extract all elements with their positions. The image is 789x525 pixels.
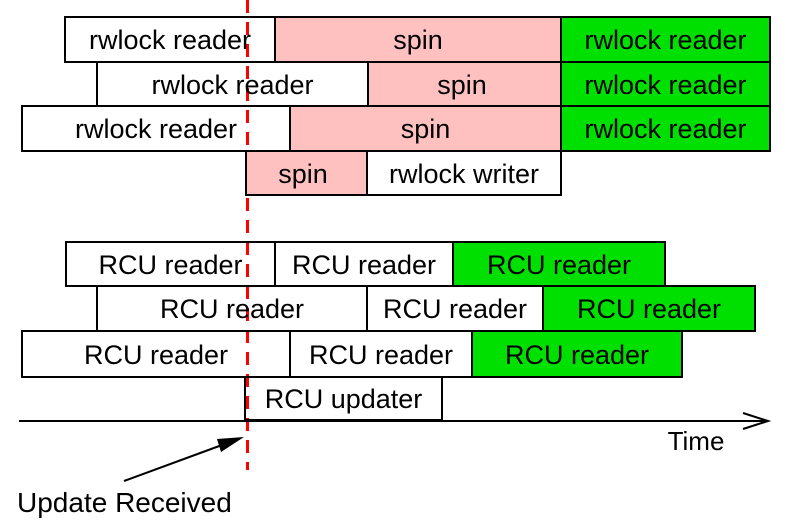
rwlock-spin-label: spin bbox=[401, 114, 451, 144]
rcu-reader-new-data-box bbox=[471, 330, 683, 378]
rwlock-writer-label: rwlock writer bbox=[389, 159, 539, 189]
update-received-label: Update Received bbox=[17, 487, 232, 518]
rcu-reader-label: RCU reader bbox=[98, 250, 242, 280]
rcu-reader-new-data-label: RCU reader bbox=[505, 340, 649, 370]
rcu-reader-new-data-label: RCU reader bbox=[487, 250, 631, 280]
rwlock-reader-label: rwlock reader bbox=[89, 25, 251, 55]
rwlock-reader-label: rwlock reader bbox=[75, 114, 237, 144]
update-received-arrow-line bbox=[123, 444, 223, 482]
rwlock-spin-box bbox=[367, 61, 562, 107]
rwlock-reader-resumed-label: rwlock reader bbox=[584, 70, 746, 100]
rcu-reader-label: RCU reader bbox=[383, 294, 527, 324]
rwlock-writer-spin-label: spin bbox=[278, 159, 328, 189]
rwlock-reader-label: rwlock reader bbox=[151, 70, 313, 100]
rwlock-reader-resumed-label: rwlock reader bbox=[584, 114, 746, 144]
rcu-reader-new-data-label: RCU reader bbox=[577, 294, 721, 324]
rwlock-writer-spin-box bbox=[245, 150, 368, 196]
rwlock-spin-label: spin bbox=[393, 25, 443, 55]
rcu-reader-new-data-box bbox=[542, 285, 756, 332]
rcu-reader-label: RCU reader bbox=[160, 294, 304, 324]
rcu-reader-new-data-box bbox=[452, 241, 666, 287]
rwlock-reader-resumed-label: rwlock reader bbox=[584, 25, 746, 55]
rcu-updater-label: RCU updater bbox=[265, 384, 423, 414]
rcu-reader-label: RCU reader bbox=[292, 250, 436, 280]
rcu-reader-label: RCU reader bbox=[84, 340, 228, 370]
rwlock-writer-box bbox=[366, 150, 562, 196]
time-axis-arrowhead-icon bbox=[742, 412, 772, 430]
update-received-arrowhead-icon bbox=[217, 437, 244, 452]
rwlock-reader-resumed-box bbox=[560, 105, 771, 152]
rcu-reader-label: RCU reader bbox=[309, 340, 453, 370]
rwlock-spin-label: spin bbox=[437, 70, 487, 100]
time-axis-label: Time bbox=[668, 426, 725, 456]
rwlock-spin-box bbox=[289, 105, 562, 152]
